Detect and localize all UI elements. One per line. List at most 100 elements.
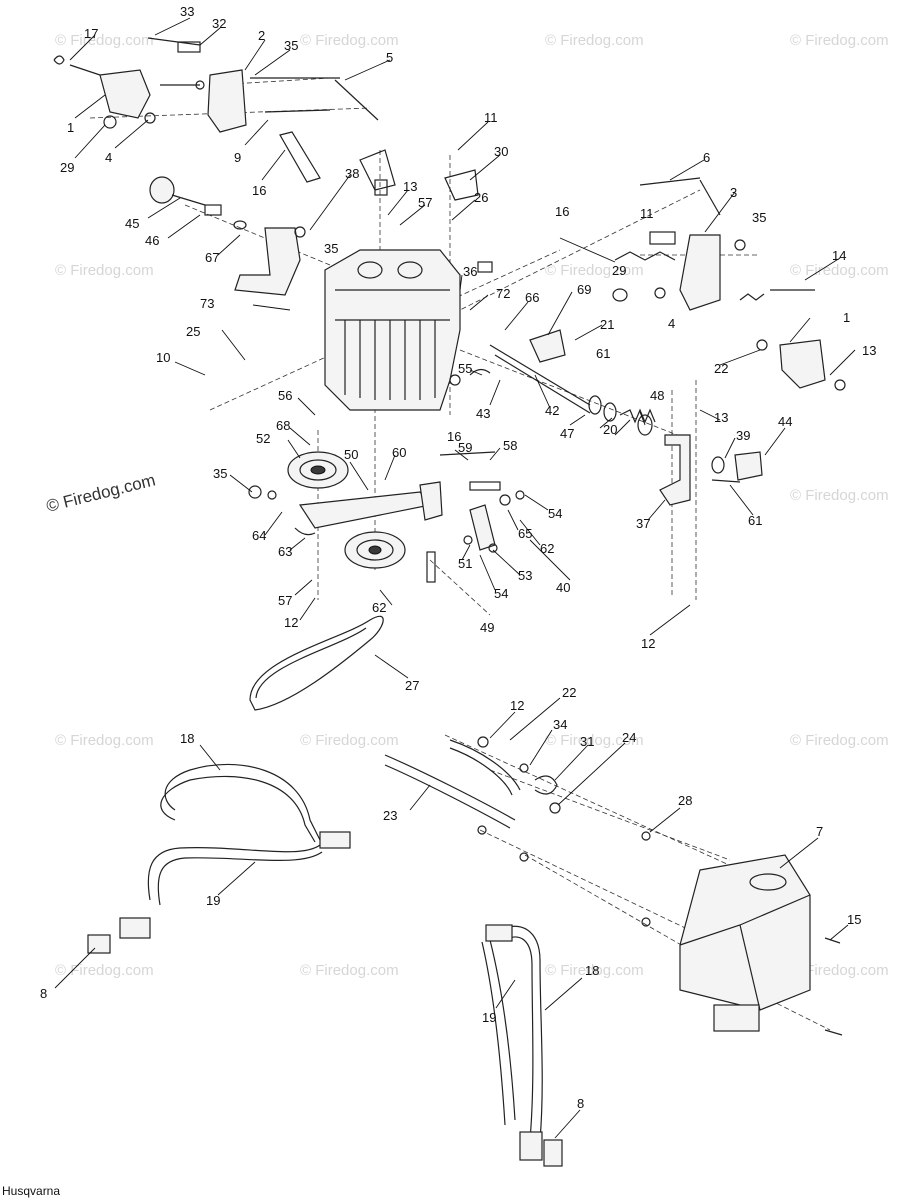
callout-number: 53 bbox=[518, 568, 532, 583]
pivot-bracket bbox=[659, 434, 763, 506]
hoses-left bbox=[87, 763, 351, 954]
callout-number: 30 bbox=[494, 144, 508, 159]
callout-number: 68 bbox=[276, 418, 290, 433]
callout-number: 23 bbox=[383, 808, 397, 823]
callout-number: 16 bbox=[252, 183, 266, 198]
callout-number: 42 bbox=[545, 403, 559, 418]
callout-number: 46 bbox=[145, 233, 159, 248]
callout-number: 37 bbox=[636, 516, 650, 531]
callout-number: 60 bbox=[392, 445, 406, 460]
callout-number: 73 bbox=[200, 296, 214, 311]
idler-linkage bbox=[248, 451, 525, 583]
callout-number: 25 bbox=[186, 324, 200, 339]
callout-number: 4 bbox=[105, 150, 112, 165]
callout-number: 18 bbox=[180, 731, 194, 746]
callout-number: 39 bbox=[736, 428, 750, 443]
left-shaft-assembly bbox=[149, 176, 306, 296]
callout-number: 29 bbox=[60, 160, 74, 175]
callout-number: 6 bbox=[703, 150, 710, 165]
callout-number: 69 bbox=[577, 282, 591, 297]
watermark: © Firedog.com bbox=[790, 732, 889, 749]
callout-number: 50 bbox=[344, 447, 358, 462]
watermark: © Firedog.com bbox=[545, 962, 644, 979]
callout-number: 62 bbox=[540, 541, 554, 556]
watermark: © Firedog.com bbox=[790, 487, 889, 504]
callout-number: 13 bbox=[862, 343, 876, 358]
watermark: © Firedog.com bbox=[55, 732, 154, 749]
brand-label: Husqvarna bbox=[2, 1184, 61, 1198]
callout-number: 34 bbox=[553, 717, 567, 732]
callout-number: 61 bbox=[748, 513, 762, 528]
callout-number: 12 bbox=[510, 698, 524, 713]
callout-number: 20 bbox=[603, 422, 617, 437]
callout-number: 32 bbox=[212, 16, 226, 31]
callout-number: 62 bbox=[372, 600, 386, 615]
watermark: © Firedog.com bbox=[790, 262, 889, 279]
upper-left-linkage bbox=[53, 37, 379, 183]
callout-number: 35 bbox=[752, 210, 766, 225]
callout-number: 57 bbox=[278, 593, 292, 608]
callout-number: 5 bbox=[386, 50, 393, 65]
callout-number: 8 bbox=[577, 1096, 584, 1111]
callout-number: 26 bbox=[474, 190, 488, 205]
callout-number: 4 bbox=[668, 316, 675, 331]
callout-number: 64 bbox=[252, 528, 266, 543]
callout-number: 58 bbox=[503, 438, 517, 453]
callout-number: 72 bbox=[496, 286, 510, 301]
callout-number: 21 bbox=[600, 317, 614, 332]
watermark: © Firedog.com bbox=[790, 962, 889, 979]
callout-number: 27 bbox=[405, 678, 419, 693]
callout-number: 24 bbox=[622, 730, 636, 745]
callout-number: 66 bbox=[525, 290, 539, 305]
callout-number: 22 bbox=[562, 685, 576, 700]
watermark: © Firedog.com bbox=[300, 732, 399, 749]
callout-number: 57 bbox=[418, 195, 432, 210]
callout-number: 43 bbox=[476, 406, 490, 421]
leader-lines bbox=[54, 17, 856, 1139]
hoses-lower bbox=[481, 924, 563, 1167]
callout-number: 36 bbox=[463, 264, 477, 279]
callout-number: 8 bbox=[40, 986, 47, 1001]
watermark: © Firedog.com bbox=[300, 962, 399, 979]
callout-number: 35 bbox=[284, 38, 298, 53]
callout-number: 16 bbox=[555, 204, 569, 219]
callout-number: 59 bbox=[458, 440, 472, 455]
callout-number: 48 bbox=[650, 388, 664, 403]
control-rod-assembly bbox=[469, 329, 656, 436]
watermark: © Firedog.com bbox=[300, 32, 399, 49]
callout-number: 49 bbox=[480, 620, 494, 635]
watermark: © Firedog.com bbox=[545, 32, 644, 49]
callout-number: 63 bbox=[278, 544, 292, 559]
callout-number: 22 bbox=[714, 361, 728, 376]
callout-number: 61 bbox=[596, 346, 610, 361]
callout-number: 52 bbox=[256, 431, 270, 446]
callout-number: 44 bbox=[778, 414, 792, 429]
watermark-layer: © Firedog.com © Firedog.com © Firedog.co… bbox=[44, 32, 888, 979]
callout-number: 33 bbox=[180, 4, 194, 19]
callout-number: 29 bbox=[612, 263, 626, 278]
callout-number: 54 bbox=[494, 586, 508, 601]
callout-number: 9 bbox=[234, 150, 241, 165]
callout-number: 11 bbox=[484, 110, 498, 125]
callout-number: 28 bbox=[678, 793, 692, 808]
callout-number: 35 bbox=[213, 466, 227, 481]
oil-tank bbox=[679, 854, 843, 1036]
callout-number: 18 bbox=[585, 963, 599, 978]
callout-number: 12 bbox=[641, 636, 655, 651]
callout-number: 56 bbox=[278, 388, 292, 403]
callout-numbers: 33 32 17 2 35 5 1 29 4 9 16 11 30 6 38 1… bbox=[40, 4, 876, 1111]
callout-number: 67 bbox=[205, 250, 219, 265]
callout-number: 38 bbox=[345, 166, 359, 181]
callout-number: 15 bbox=[847, 912, 861, 927]
callout-number: 65 bbox=[518, 526, 532, 541]
callout-number: 51 bbox=[458, 556, 472, 571]
callout-number: 31 bbox=[580, 734, 594, 749]
watermark-prominent: © Firedog.com bbox=[44, 470, 157, 515]
callout-number: 40 bbox=[556, 580, 570, 595]
callout-number: 10 bbox=[156, 350, 170, 365]
drive-belt bbox=[249, 615, 384, 711]
watermark: © Firedog.com bbox=[55, 262, 154, 279]
callout-number: 3 bbox=[730, 185, 737, 200]
watermark: © Firedog.com bbox=[55, 32, 154, 49]
